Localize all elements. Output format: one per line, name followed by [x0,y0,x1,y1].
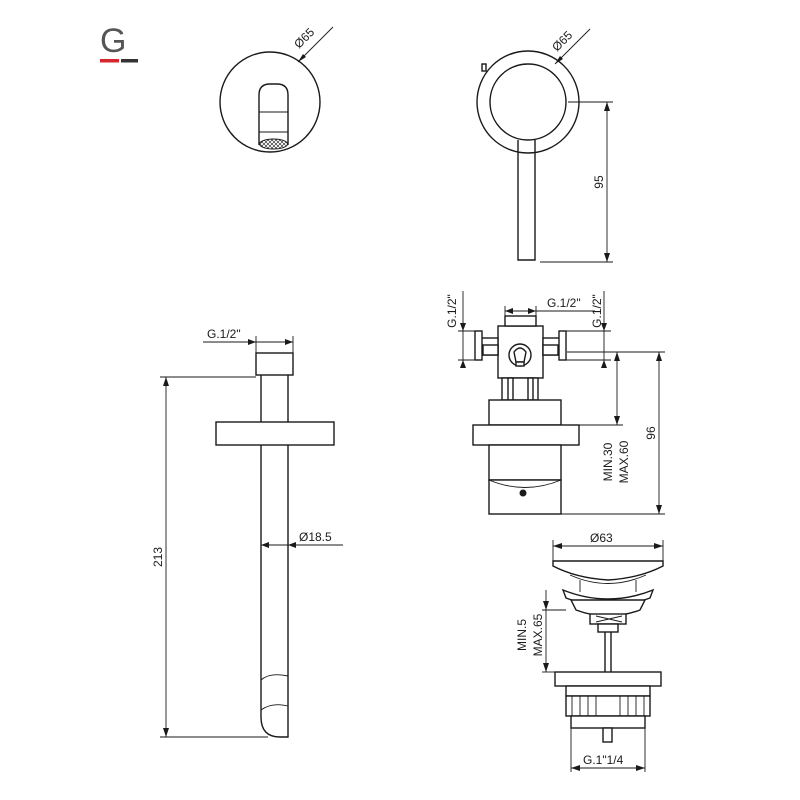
logo-bar-red [100,59,119,63]
body-max-label: MAX.60 [617,440,631,483]
spout-front-view: Ø65 [219,25,334,153]
mixer-plate-dia-label: Ø65 [549,28,575,54]
body-depth-label: 96 [644,426,658,440]
spout-length-label: 213 [151,547,165,567]
logo-letter: G [100,22,126,60]
brand-logo: G [100,22,138,63]
waste-plug-view: Ø63 MIN.5 MAX.65 G.1"1/4 [515,531,664,772]
waste-thread-label: G.1"1/4 [583,753,624,767]
mixer-front-view: Ø65 95 [476,28,613,263]
body-min-label: MIN.30 [601,442,615,481]
spout-flange-dia-label: Ø65 [291,25,317,51]
waste-min-label: MIN.5 [515,619,529,651]
spout-connection-label: G.1/2" [207,327,241,341]
waste-cap-dia-label: Ø63 [590,531,613,545]
spout-pipe-dia-label: Ø18.5 [299,530,332,544]
logo-bar-dark [121,59,138,63]
mixer-body-view: G.1/2" G.1/2" G.1/2" MIN.30 MAX.60 96 [445,291,665,515]
spout-side-view: G.1/2" 213 Ø18.5 [151,327,343,738]
body-top-center-label: G.1/2" [547,296,581,310]
body-top-left-label: G.1/2" [445,294,459,328]
waste-max-label: MAX.65 [531,613,545,656]
body-top-right-label: G.1/2" [590,294,604,328]
lever-length-label: 95 [592,175,606,189]
